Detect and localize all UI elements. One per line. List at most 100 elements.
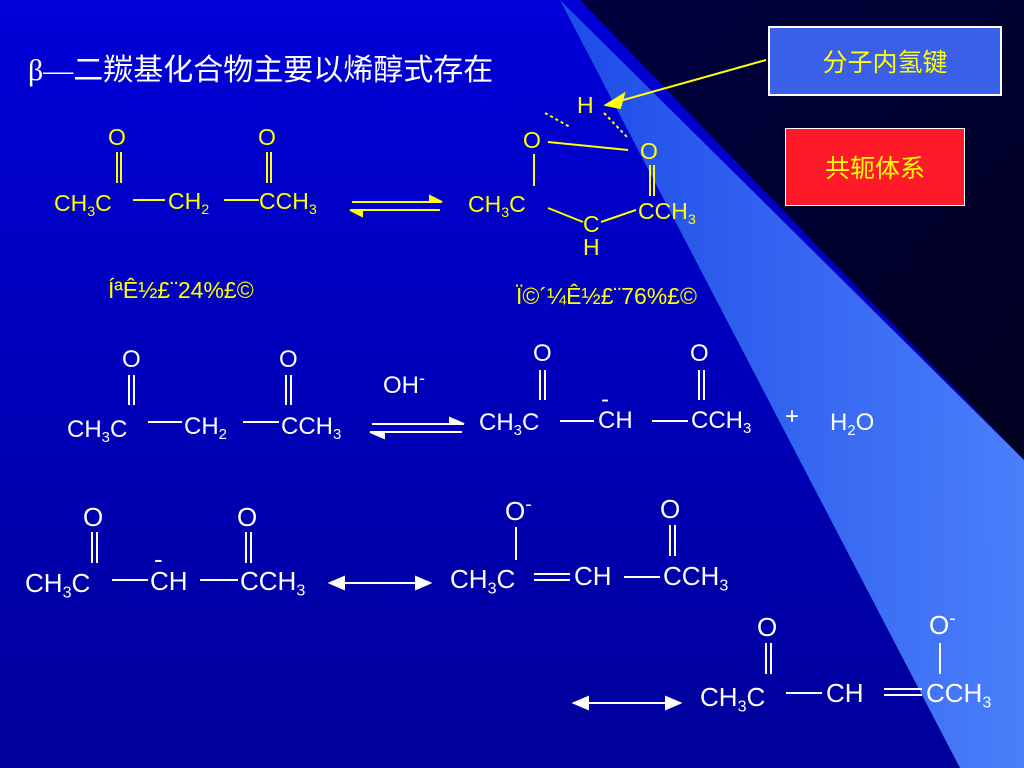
enol-ch3c-ch: CH (468, 191, 502, 217)
conjugation-note-box: 共轭体系 (785, 128, 965, 206)
enol-cch3-cch: CCH (638, 198, 688, 224)
rx1-oxygen-1: O (122, 346, 141, 373)
rx5-ch3c-c: C (746, 682, 766, 712)
enol-h-dash-1 (544, 112, 571, 128)
rx5-ch: CH (826, 678, 864, 708)
rx1-arrow-head-top (449, 416, 465, 425)
keto-oxygen-1: O (108, 124, 126, 150)
enol-ch3c-c: C (509, 191, 526, 217)
rx4-ch3c-c: C (496, 564, 516, 594)
rx3-cch3-cch: CCH (240, 566, 297, 596)
hbond-note-box: 分子内氢键 (768, 26, 1002, 96)
rx3-ch3c-c: C (71, 568, 91, 598)
rx4-enolate-oxygen: O- (505, 495, 532, 527)
rx2-cch3-cch: CCH (691, 407, 743, 434)
enol-ch-c: C (583, 211, 600, 237)
rx3-cch3: CCH3 (240, 566, 306, 600)
rx2-oxygen-1: O (533, 340, 552, 367)
rx3-oxygen-2: O (237, 502, 258, 532)
rx1-cch3: CCH3 (281, 413, 342, 444)
rx5-enolate-oxygen-o: O (929, 610, 950, 640)
keto-ch3c-c: C (95, 190, 112, 216)
enol-h-bond-line (547, 141, 629, 151)
rx2-plus: + (785, 403, 800, 430)
rx1-ch2: CH2 (184, 413, 227, 443)
rx2-ch3c-sub: 3 (513, 423, 522, 440)
rx5-oxygen: O (757, 612, 778, 642)
rx5-ch3c-ch: CH (700, 682, 738, 712)
enol-ch3c-sub: 3 (501, 204, 510, 221)
hbond-note-text: 分子内氢键 (822, 49, 948, 77)
enol-cch3: CCH3 (638, 198, 696, 228)
rx2-oxygen-2: O (690, 340, 709, 367)
rx1-cch3-cch: CCH (281, 413, 333, 440)
rx1-ch2-ch: CH (184, 413, 219, 440)
conjugation-note-text: 共轭体系 (824, 155, 925, 183)
rx4-enolate-oxygen-o: O (505, 496, 526, 526)
rx1-ch3c: CH3C (67, 416, 128, 447)
rx5-ch3c-sub: 3 (737, 697, 747, 716)
enol-ch-h: H (583, 234, 600, 260)
rx3-ch3c-ch: CH (25, 568, 63, 598)
rx4-cch3: CCH3 (663, 561, 728, 594)
rx4-ch: CH (574, 561, 612, 591)
rx4-ch3c: CH3C (450, 564, 516, 598)
enol-cc-bond-1 (547, 207, 584, 223)
keto-oxygen-2: O (258, 124, 276, 150)
rx2-ch: CH (598, 407, 633, 434)
rx5-cch3-cch: CCH (926, 678, 983, 708)
hbond-pointer-line (615, 59, 767, 103)
rx3-ch3c: CH3C (25, 568, 91, 602)
rx2-water-h: H (830, 409, 848, 436)
keto-percent-label: ÍªÊ½£¨24%£© (108, 277, 254, 303)
rx1-hydroxide: OH- (383, 369, 425, 400)
rx1-oxygen-2: O (279, 346, 298, 373)
rx2-ch3c-c: C (521, 409, 540, 436)
rx4-ch3c-sub: 3 (487, 579, 497, 598)
rx2-cch3: CCH3 (691, 407, 752, 438)
enol-hydrogen: H (577, 92, 594, 118)
rx5-cch3-sub: 3 (982, 693, 992, 712)
keto-cch3-cch: CCH (259, 188, 309, 214)
rx1-hydroxide-charge: - (419, 368, 425, 388)
rx3-resonance-head-right (415, 575, 433, 591)
rx3-resonance-head-left (327, 575, 345, 591)
hbond-pointer-head (603, 91, 626, 110)
rx5-cch3: CCH3 (926, 678, 992, 712)
enol-oxygen-2: O (640, 138, 658, 164)
keto-enol-arrow-head-top (429, 194, 443, 203)
keto-cch3-sub: 3 (308, 201, 317, 218)
rx3-cch3-sub: 3 (296, 581, 306, 600)
enol-ch3c: CH3C (468, 191, 526, 221)
keto-ch3c-sub: 3 (87, 203, 96, 220)
rx1-hydroxide-oh: OH (383, 372, 419, 399)
rx5-resonance-head-left (571, 695, 589, 711)
keto-enol-arrow-head-bottom (349, 209, 363, 218)
rx2-water-o: O (855, 409, 875, 436)
rx5-enolate-oxygen: O- (929, 609, 956, 641)
enol-percent-label: Ï©´¼Ê½£¨76%£© (516, 283, 697, 309)
enol-oxygen-1: O (523, 127, 541, 153)
rx2-cch3-sub: 3 (743, 421, 752, 438)
enol-cch3-sub: 3 (687, 211, 696, 228)
rx2-water-sub: 2 (847, 423, 856, 440)
rx2-ch3c-ch: CH (479, 409, 514, 436)
rx1-ch3c-sub: 3 (101, 430, 110, 447)
rx1-cch3-sub: 3 (333, 427, 342, 444)
rx4-oxygen: O (660, 494, 681, 524)
rx3-oxygen-1: O (83, 502, 104, 532)
keto-ch3c-ch: CH (54, 190, 88, 216)
enol-cc-bond-2 (600, 209, 637, 223)
rx1-ch3c-ch: CH (67, 416, 102, 443)
keto-ch2-ch: CH (168, 188, 202, 214)
rx2-ch3c: CH3C (479, 409, 540, 440)
enol-h-dash-2 (603, 112, 629, 139)
keto-ch3c: CH3C (54, 190, 112, 220)
keto-cch3: CCH3 (259, 188, 317, 218)
rx5-resonance-head-right (665, 695, 683, 711)
keto-ch2: CH2 (168, 188, 209, 217)
rx1-arrow-head-bottom (369, 431, 385, 440)
rx1-ch3c-c: C (109, 416, 128, 443)
rx3-ch3c-sub: 3 (62, 583, 72, 602)
